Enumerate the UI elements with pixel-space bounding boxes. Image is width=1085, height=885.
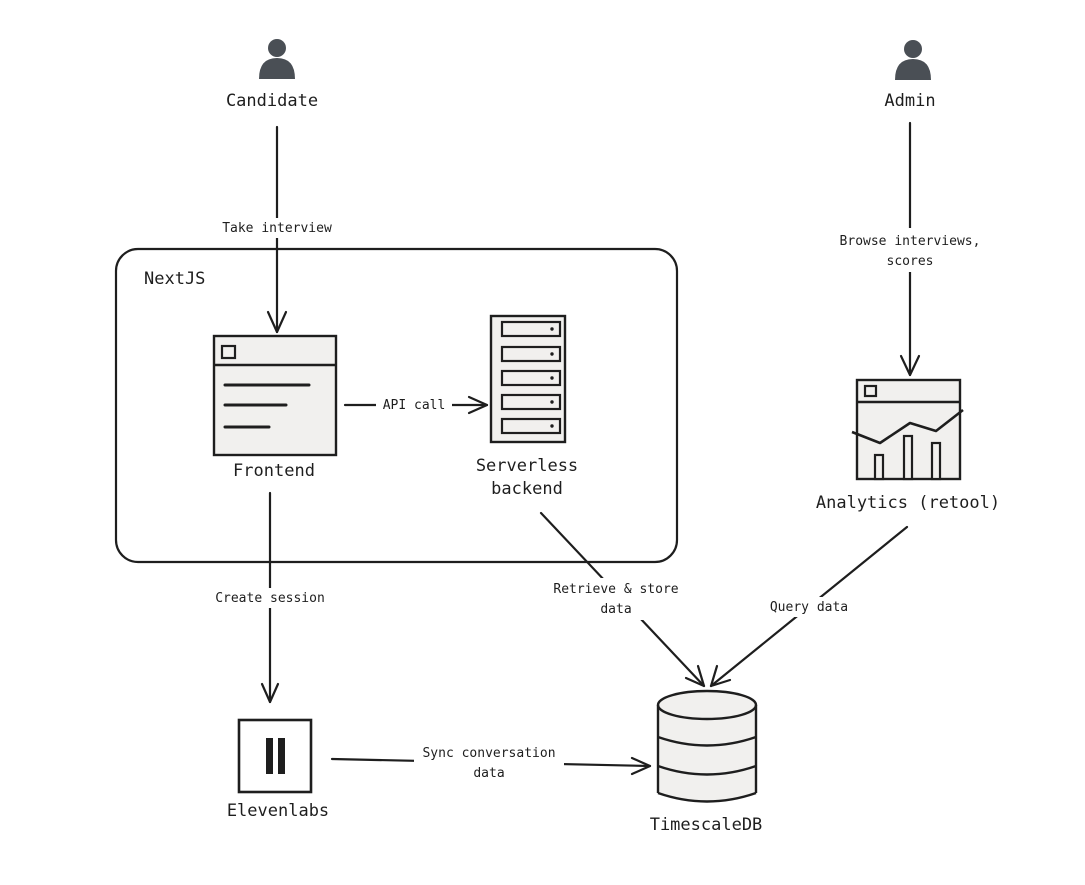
server-rack-icon bbox=[489, 314, 567, 444]
edge-browse-interviews: Browse interviews, scores bbox=[838, 121, 984, 377]
edge-retrieve-store: Retrieve & store data bbox=[539, 511, 706, 688]
elevenlabs-label: Elevenlabs bbox=[227, 801, 329, 821]
edge-label-take-interview: Take interview bbox=[222, 221, 332, 236]
edge-label-retrieve-line2: data bbox=[600, 602, 631, 617]
edge-api-call: API call bbox=[343, 395, 489, 415]
edge-label-query-data: Query data bbox=[770, 600, 848, 615]
browser-window-icon bbox=[212, 334, 338, 457]
edge-sync-conversation: Sync conversation data bbox=[330, 743, 652, 783]
candidate-label: Candidate bbox=[226, 91, 318, 111]
edge-create-session: Create session bbox=[210, 491, 332, 704]
admin-label: Admin bbox=[884, 91, 935, 111]
database-icon bbox=[656, 689, 758, 803]
nextjs-container-label: NextJS bbox=[144, 269, 205, 289]
edge-label-sync-line2: data bbox=[473, 766, 504, 781]
edge-label-browse-line2: scores bbox=[887, 254, 934, 269]
backend-label-line1: Serverless bbox=[476, 456, 578, 476]
frontend-label: Frontend bbox=[233, 461, 315, 481]
timescale-label: TimescaleDB bbox=[650, 815, 763, 835]
edge-label-create-session: Create session bbox=[215, 591, 325, 606]
person-icon bbox=[895, 40, 931, 80]
edge-label-api-call: API call bbox=[383, 398, 446, 413]
edge-label-sync-line1: Sync conversation bbox=[422, 746, 555, 761]
elevenlabs-logo-icon bbox=[237, 718, 313, 794]
backend-label-line2: backend bbox=[491, 479, 563, 499]
edge-query-data: Query data bbox=[709, 525, 909, 688]
analytics-label: Analytics (retool) bbox=[816, 493, 1000, 513]
edge-take-interview: Take interview bbox=[220, 125, 335, 334]
edge-label-retrieve-line1: Retrieve & store bbox=[553, 582, 678, 597]
nextjs-container bbox=[114, 247, 679, 564]
person-icon bbox=[259, 39, 295, 79]
dashboard-chart-icon bbox=[851, 378, 964, 481]
edge-label-browse-line1: Browse interviews, bbox=[840, 234, 981, 249]
